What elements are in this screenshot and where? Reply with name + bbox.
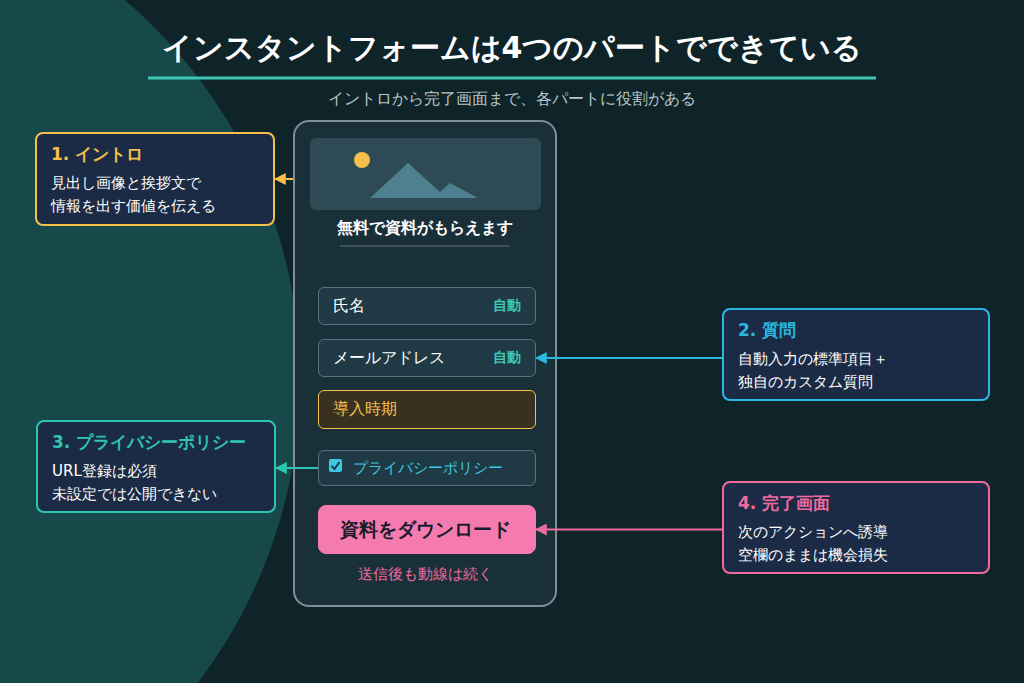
- autofill-field: 氏名 自動: [318, 287, 536, 325]
- checkmark-icon: [332, 462, 340, 469]
- phone-frame: 無料で資料がもらえます送信後も動線は続く氏名自動メールアドレス自動導入時期プライ…: [293, 120, 557, 607]
- callout-body: 見出し画像と挨拶文で 情報を出す価値を伝える: [51, 172, 259, 219]
- diagram-caption: イントロから完了画面まで、各パートに役割がある: [0, 89, 1024, 110]
- callout-arrow: [536, 357, 722, 359]
- callout-box: 2. 質問自動入力の標準項目＋ 独自のカスタム質問: [722, 308, 990, 401]
- submit-button: 資料をダウンロード: [318, 505, 536, 554]
- background-arc: [0, 0, 300, 683]
- sun-icon: [354, 152, 370, 168]
- callout-box: 1. イントロ見出し画像と挨拶文で 情報を出す価値を伝える: [35, 132, 275, 226]
- callout-body: 次のアクションへ誘導 空欄のままは機会損失: [738, 521, 974, 568]
- form-note: 送信後も動線は続く: [295, 565, 555, 584]
- autofill-tag: 自動: [493, 297, 521, 315]
- field-label: メールアドレス: [333, 348, 445, 369]
- callout-arrow: [536, 529, 722, 531]
- callout-heading: 3. プライバシーポリシー: [52, 431, 260, 454]
- divider-line: [340, 245, 510, 247]
- button-label: 資料をダウンロード: [340, 517, 511, 543]
- callout-box: 3. プライバシーポリシー URL登録は必須 未設定では公開できない: [36, 420, 276, 513]
- callout-heading: 4. 完了画面: [738, 492, 974, 515]
- field-label: 氏名: [333, 296, 365, 317]
- field-label: プライバシーポリシー: [353, 459, 503, 478]
- callout-heading: 2. 質問: [738, 319, 974, 342]
- mountain-icon: [370, 163, 478, 198]
- callout-arrow: [276, 467, 318, 469]
- diagram-title: インスタントフォームは4つのパートでできている: [0, 28, 1024, 69]
- callout-arrow: [275, 178, 293, 180]
- image-placeholder: [310, 138, 541, 210]
- callout-heading: 1. イントロ: [51, 143, 259, 166]
- callout-body: URL登録は必須 未設定では公開できない: [52, 460, 260, 507]
- form-field: プライバシーポリシー: [318, 450, 536, 486]
- title-underline: [148, 77, 876, 80]
- callout-body: 自動入力の標準項目＋ 独自のカスタム質問: [738, 348, 974, 395]
- callout-box: 4. 完了画面次のアクションへ誘導 空欄のままは機会損失: [722, 481, 990, 574]
- autofill-tag: 自動: [493, 349, 521, 367]
- form-field: 導入時期: [318, 390, 536, 429]
- autofill-field: メールアドレス 自動: [318, 339, 536, 377]
- field-label: 導入時期: [333, 399, 397, 420]
- checkbox-icon: [329, 459, 342, 472]
- form-headline: 無料で資料がもらえます: [295, 218, 555, 239]
